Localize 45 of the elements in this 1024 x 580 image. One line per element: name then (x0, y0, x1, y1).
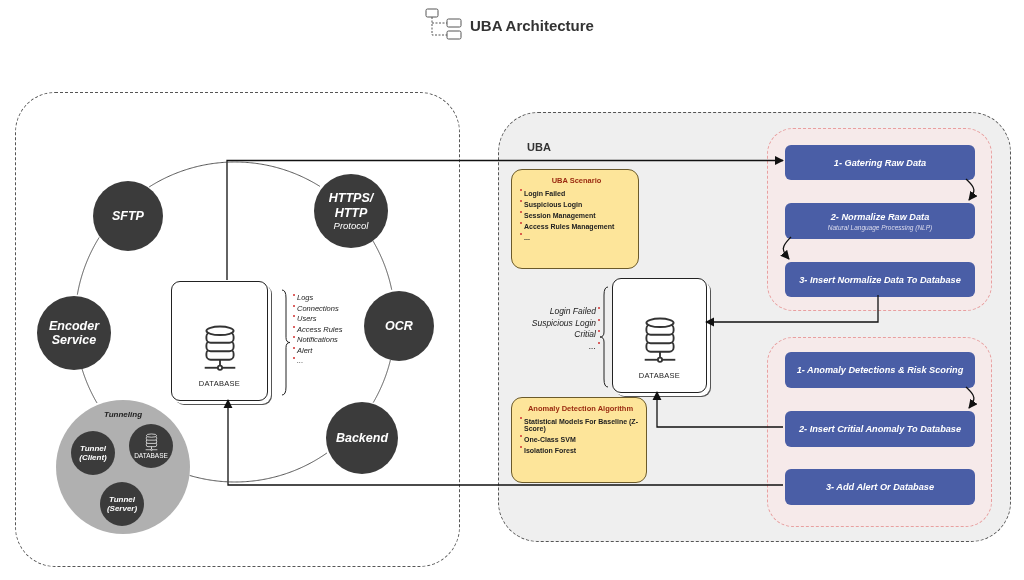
service-label: Backend (335, 430, 389, 446)
process-box (785, 145, 975, 180)
arrow (965, 178, 978, 201)
note-card (511, 169, 639, 269)
service-label: Encoder Service (48, 318, 101, 348)
step-label: 2- Normalize Raw Data (830, 211, 930, 222)
tunnel-circle (100, 482, 144, 526)
arrow (226, 155, 784, 281)
diagram-title: UBA Architecture (470, 17, 594, 34)
service-label: SFTP (112, 208, 144, 224)
service-label: Tunnel (Server) (105, 494, 139, 514)
process-box (785, 469, 975, 505)
step-label: 1- Anomaly Detections & Risk Scoring (796, 365, 964, 375)
database-circle (129, 424, 173, 468)
arrow (652, 391, 784, 428)
step-label: 3- Insert Normalize Data To Database (799, 274, 961, 285)
ring-line (372, 239, 393, 291)
step-label: 3- Add Alert Or Database (825, 482, 935, 492)
note-card (511, 397, 647, 483)
arrow (705, 294, 879, 327)
ring-line (372, 359, 391, 404)
process-box (785, 262, 975, 297)
group-container (15, 92, 460, 567)
stage-panel (767, 337, 992, 527)
group-title: Tunneling (102, 410, 144, 419)
service-label: HTTPS/ HTTP (327, 191, 375, 220)
service-label: Tunnel (Client) (78, 443, 108, 463)
step-label: 1- Gatering Raw Data (833, 157, 927, 168)
tunnel-circle (71, 431, 115, 475)
arrow (965, 386, 978, 409)
step-label: 2- Insert Critial Anomaly To Database (798, 424, 962, 434)
ring-line (76, 237, 100, 296)
group-container (498, 112, 1011, 542)
stage-panel (767, 128, 992, 311)
process-box (785, 411, 975, 447)
process-box (785, 352, 975, 388)
service-label: OCR (385, 318, 413, 334)
ring-line (148, 161, 321, 188)
ring-line (189, 452, 328, 483)
arrow (223, 399, 784, 486)
group-title: UBA (527, 141, 551, 153)
service-subtitle: Protocol (333, 219, 369, 231)
ring-line (81, 368, 98, 404)
process-box (785, 203, 975, 239)
arrow (780, 236, 792, 260)
